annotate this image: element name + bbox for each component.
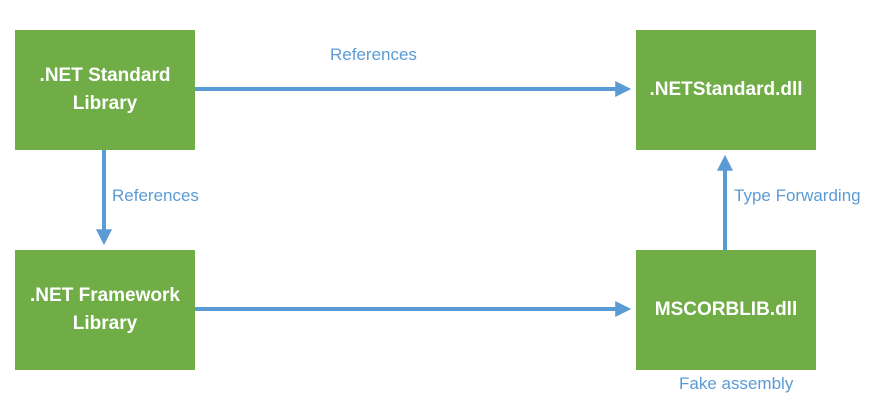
node-netstandard-library: .NET Standard Library [15,30,195,150]
edge-label-references-top: References [330,45,417,64]
edge-label-type-forwarding: Type Forwarding [734,186,861,205]
node-netstandard-library-label: .NET Standard Library [39,65,171,114]
node-mscorlib-dll-label: MSCORBLIB.dll [654,299,798,320]
node-netframework-library: .NET Framework Library [15,250,195,370]
node-netstandard-dll-label: .NETStandard.dll [649,79,803,100]
note-fake-assembly: Fake assembly [679,374,794,393]
edge-label-references-left: References [112,186,199,205]
node-netstandard-dll: .NETStandard.dll [636,30,816,150]
node-mscorlib-dll: MSCORBLIB.dll [636,250,816,370]
node-netframework-library-label: .NET Framework Library [30,285,180,334]
